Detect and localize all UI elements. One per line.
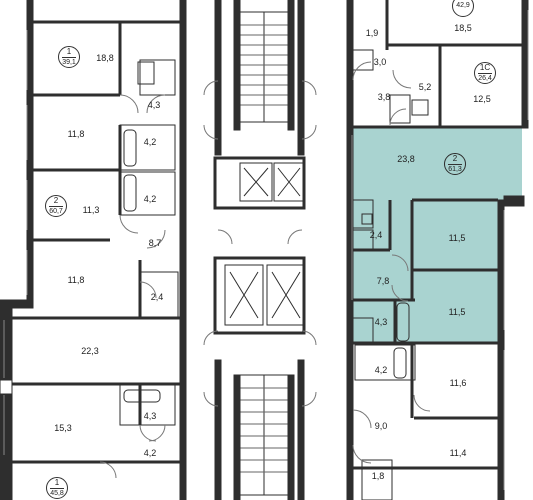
room-area: 11,4 (449, 448, 467, 458)
apartment-area: 42,9 (456, 2, 470, 9)
apartment-area: 26,4 (478, 74, 492, 82)
room-area: 2,4 (150, 292, 164, 302)
left-wall-outer (26, 0, 34, 301)
room-area: 15,3 (54, 423, 72, 433)
room-area: 3,8 (377, 92, 391, 102)
room-area: 1,8 (371, 471, 385, 481)
room-area: 4,2 (143, 194, 157, 204)
room-area: 11,3 (82, 205, 100, 215)
room-area: 4,2 (143, 448, 157, 458)
room-area: 5,2 (418, 82, 432, 92)
room-area: 4,2 (143, 137, 157, 147)
room-area: 1,9 (365, 28, 379, 38)
room-area: 11,8 (67, 275, 85, 285)
room-area: 18,8 (96, 53, 114, 63)
selected-apartment-area[interactable] (353, 127, 522, 343)
room-area: 18,5 (454, 23, 472, 33)
apartment-number: 1 (54, 477, 60, 487)
apartment-area: 45,8 (50, 489, 64, 497)
room-area: 12,5 (473, 94, 491, 104)
room-area: 3,0 (373, 57, 387, 67)
left-wall-lower (0, 299, 13, 500)
room-area: 4,3 (143, 411, 157, 421)
apartment-area: 60,7 (49, 207, 63, 215)
room-area: 11,6 (449, 378, 467, 388)
apartment-badge[interactable]: 42,9 (452, 0, 474, 17)
apartment-number: 2 (53, 195, 59, 205)
room-area: 4,3 (147, 100, 161, 110)
apartment-number: 1С (479, 62, 491, 72)
room-area: 11,5 (448, 307, 466, 317)
room-area: 7,8 (376, 276, 390, 286)
room-area: 4,2 (374, 365, 388, 375)
room-area: 11,8 (67, 129, 85, 139)
room-area: 8,7 (148, 238, 162, 248)
room-area: 11,5 (448, 233, 466, 243)
room-area: 4,3 (374, 317, 388, 327)
apartment-area: 39,1 (62, 58, 76, 66)
apartment-number: 1 (66, 46, 72, 56)
room-area: 23,8 (397, 154, 415, 164)
room-area: 2,4 (369, 230, 383, 240)
apartment-number: 2 (452, 153, 458, 163)
room-area: 22,3 (81, 346, 99, 356)
apartment-badge[interactable]: 1С 26,4 (474, 62, 496, 84)
apartment-area: 61,3 (448, 165, 462, 173)
room-area: 9,0 (374, 421, 388, 431)
